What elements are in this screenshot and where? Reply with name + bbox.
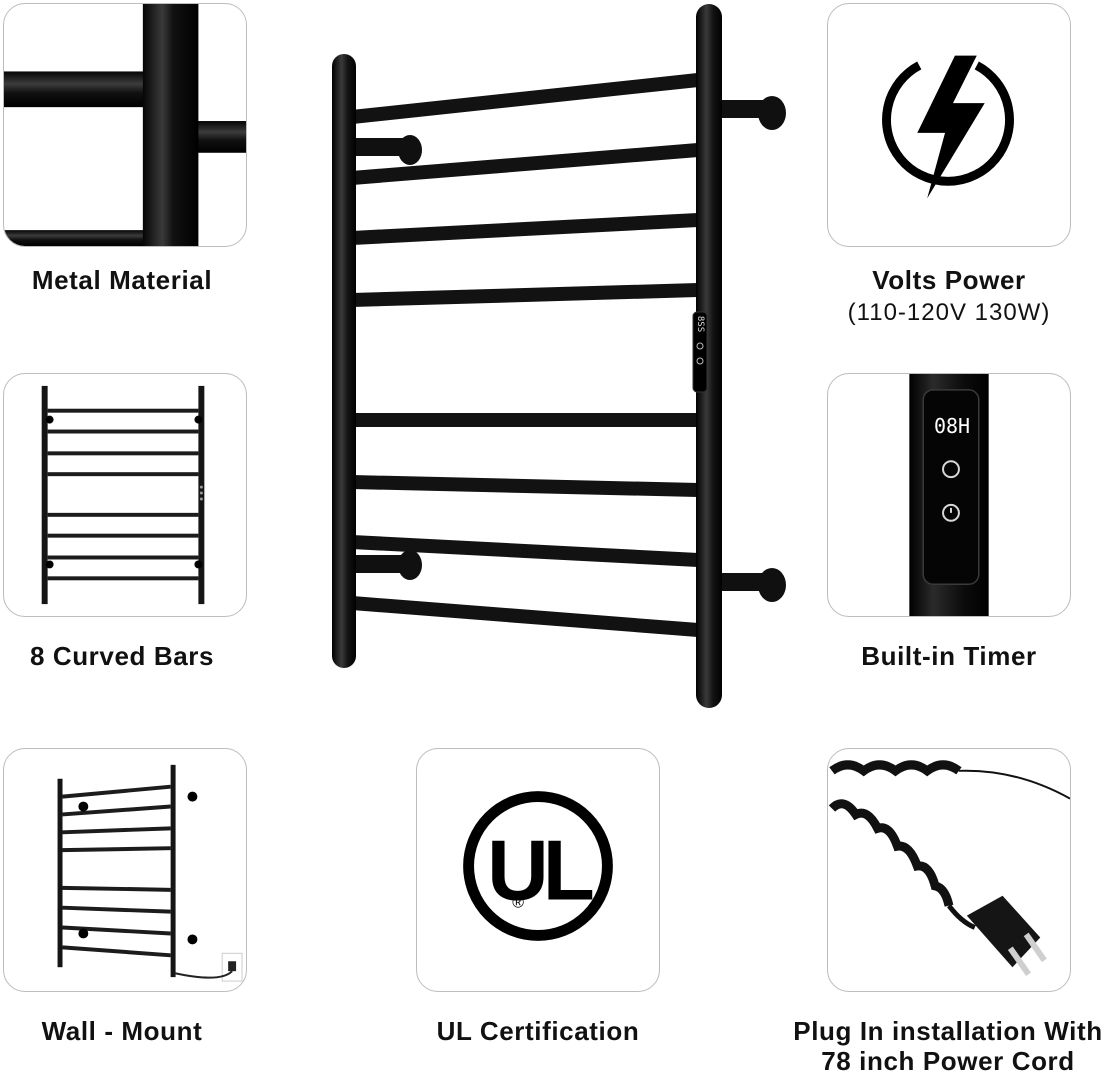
- curved-bars-card: [3, 373, 247, 617]
- rack-thumbnail-image: [41, 385, 205, 605]
- registered-mark: ®: [512, 895, 524, 912]
- timer-panel-image: [909, 374, 989, 616]
- wall-mount-card: [3, 748, 247, 992]
- power-cord-card: [827, 748, 1071, 992]
- timer-display: 08H: [933, 414, 971, 438]
- wall-mount-label: Wall - Mount: [41, 1016, 203, 1046]
- curved-bars-label: 8 Curved Bars: [29, 641, 215, 671]
- ul-certification-card: UL ®: [416, 748, 660, 992]
- lightning-power-icon: [882, 55, 1014, 199]
- volts-power-card: [827, 3, 1071, 247]
- towel-warmer-main-image: 8SS: [320, 0, 800, 715]
- power-cord-label-line1: Plug In installation With: [793, 1016, 1103, 1046]
- ul-mark: UL: [487, 824, 593, 919]
- metal-closeup-image: [4, 4, 246, 246]
- power-cord-label-line2: 78 inch Power Cord: [821, 1046, 1075, 1076]
- volts-power-label: Volts Power: [872, 265, 1026, 295]
- product-panel-display: 8SS: [695, 315, 705, 333]
- ul-certification-label: UL Certification: [436, 1016, 640, 1046]
- built-in-timer-label: Built-in Timer: [861, 641, 1037, 671]
- metal-material-label: Metal Material: [31, 265, 213, 295]
- coiled-cord-plug-image: [828, 760, 1070, 976]
- built-in-timer-card: 08H: [827, 373, 1071, 617]
- volts-power-spec: (110-120V 130W): [847, 299, 1051, 326]
- metal-material-card: [3, 3, 247, 247]
- ul-logo: UL ®: [463, 791, 613, 941]
- wall-mount-image: [57, 764, 243, 982]
